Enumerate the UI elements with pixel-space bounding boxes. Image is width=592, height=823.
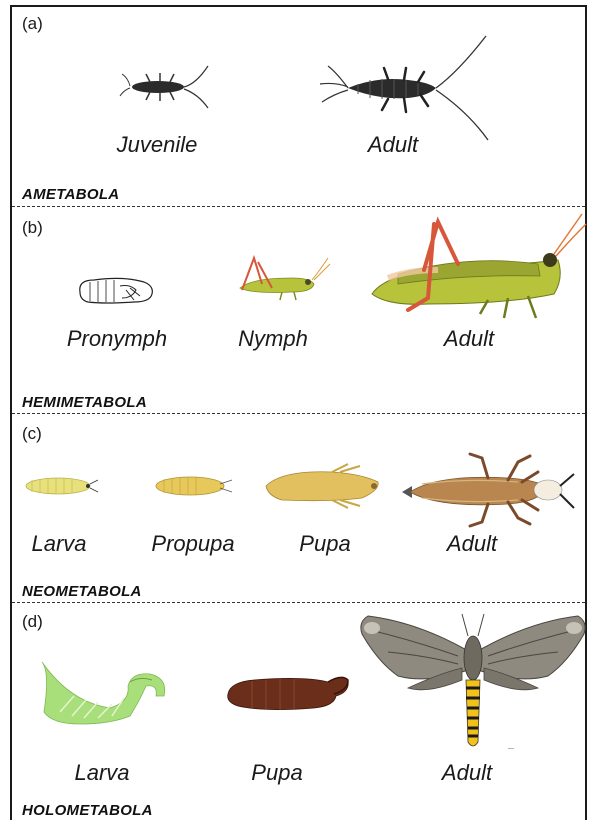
thrips-adult-illustration: [398, 452, 578, 528]
stage-label-pupa-c: Pupa: [299, 531, 350, 557]
caterpillar-illustration: [40, 652, 180, 732]
group-label-holometabola: HOLOMETABOLA: [22, 802, 153, 819]
thrips-propupa-illustration: [150, 472, 236, 500]
panel-d-letter: (d): [22, 612, 43, 632]
stage-label-nymph: Nymph: [238, 326, 308, 352]
panel-a-letter: (a): [22, 14, 43, 34]
panel-divider-2: [12, 413, 585, 414]
stage-label-adult-a: Adult: [368, 132, 418, 158]
thrips-pupa-illustration: [262, 460, 386, 512]
stage-label-larva-d: Larva: [74, 760, 129, 786]
grasshopper-adult-illustration: [368, 214, 588, 324]
panel-b-letter: (b): [22, 218, 43, 238]
nymph-illustration: [232, 252, 332, 302]
stage-label-adult-c: Adult: [447, 531, 497, 557]
stage-label-adult-b: Adult: [444, 326, 494, 352]
group-label-ametabola: AMETABOLA: [22, 186, 119, 203]
panel-divider-1: [12, 206, 585, 207]
stage-label-pupa-d: Pupa: [251, 760, 302, 786]
moth-pupa-illustration: [224, 668, 352, 716]
stage-label-pronymph: Pronymph: [67, 326, 167, 352]
panel-divider-3: [12, 602, 585, 603]
hawk-moth-adult-illustration: —: [358, 612, 588, 756]
stage-label-adult-d: Adult: [442, 760, 492, 786]
silverfish-adult-illustration: [318, 32, 493, 142]
stage-label-juvenile: Juvenile: [117, 132, 198, 158]
group-label-neometabola: NEOMETABOLA: [22, 583, 142, 600]
panel-c-letter: (c): [22, 424, 42, 444]
group-label-hemimetabola: HEMIMETABOLA: [22, 394, 147, 411]
stage-label-propupa: Propupa: [151, 531, 234, 557]
thrips-larva-illustration: [22, 472, 100, 500]
silverfish-juvenile-illustration: [120, 58, 220, 118]
stage-label-larva-c: Larva: [31, 531, 86, 557]
svg-text:—: —: [508, 746, 514, 752]
pronymph-illustration: [74, 274, 158, 308]
